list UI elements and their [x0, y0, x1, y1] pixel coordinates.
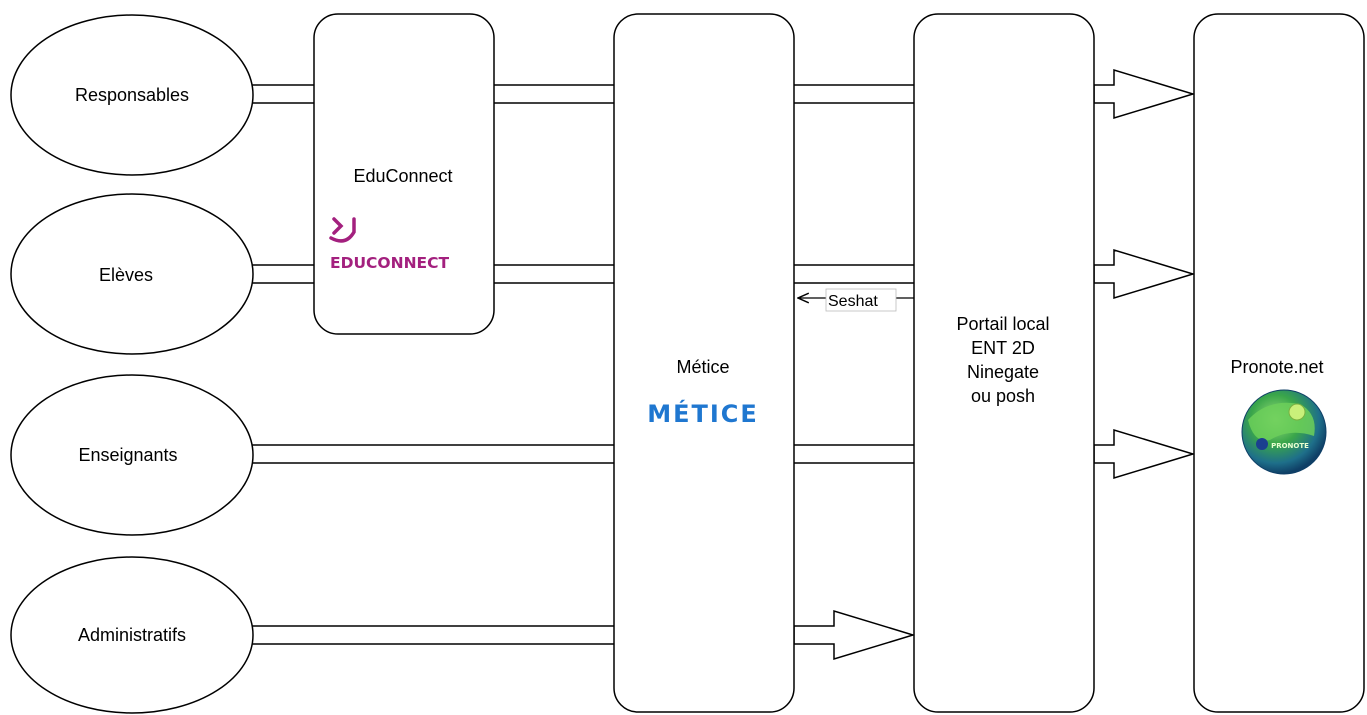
arrow-responsables-pronote [1093, 68, 1196, 120]
actor-label: Enseignants [78, 445, 177, 465]
portail-box: Portail local ENT 2D Ninegate ou posh [913, 13, 1095, 713]
actor-eleves: Elèves [10, 193, 254, 355]
educonnect-logo: EDUCONNECT [329, 217, 450, 272]
pronote-box: Pronote.net PRONOTE [1193, 13, 1365, 713]
portail-line-4: ou posh [971, 386, 1035, 406]
metice-logo-text: MÉTICE [647, 399, 759, 428]
seshat-label-bg [825, 288, 897, 312]
metice-label: Métice [676, 357, 729, 377]
portail-line-2: ENT 2D [971, 338, 1035, 358]
pronote-logo-text: PRONOTE [1271, 442, 1309, 450]
portail-line-1: Portail local [956, 314, 1049, 334]
actor-label: Responsables [75, 85, 189, 105]
arrow-administratifs-portail [793, 609, 916, 661]
portail-line-3: Ninegate [967, 362, 1039, 382]
educonnect-logo-text: EDUCONNECT [330, 254, 450, 272]
pronote-label: Pronote.net [1230, 357, 1323, 377]
educonnect-label: EduConnect [353, 166, 452, 186]
metice-box: Métice MÉTICE [613, 13, 795, 713]
arrow-enseignants-pronote [1093, 428, 1196, 480]
actor-responsables: Responsables [10, 14, 254, 176]
pronote-globe-icon: PRONOTE [1241, 389, 1327, 475]
arrow-eleves-pronote [1093, 248, 1196, 300]
actor-label: Administratifs [78, 625, 186, 645]
connector-lines [252, 84, 914, 645]
actor-label: Elèves [99, 265, 153, 285]
seshat-edge: Seshat [798, 288, 918, 312]
block-arrows [793, 68, 1196, 661]
actor-administratifs: Administratifs [10, 556, 254, 714]
educonnect-box: EduConnect EDUCONNECT [313, 13, 495, 335]
educonnect-mark-icon [329, 217, 356, 243]
seshat-label: Seshat [828, 293, 878, 310]
actor-enseignants: Enseignants [10, 374, 254, 536]
